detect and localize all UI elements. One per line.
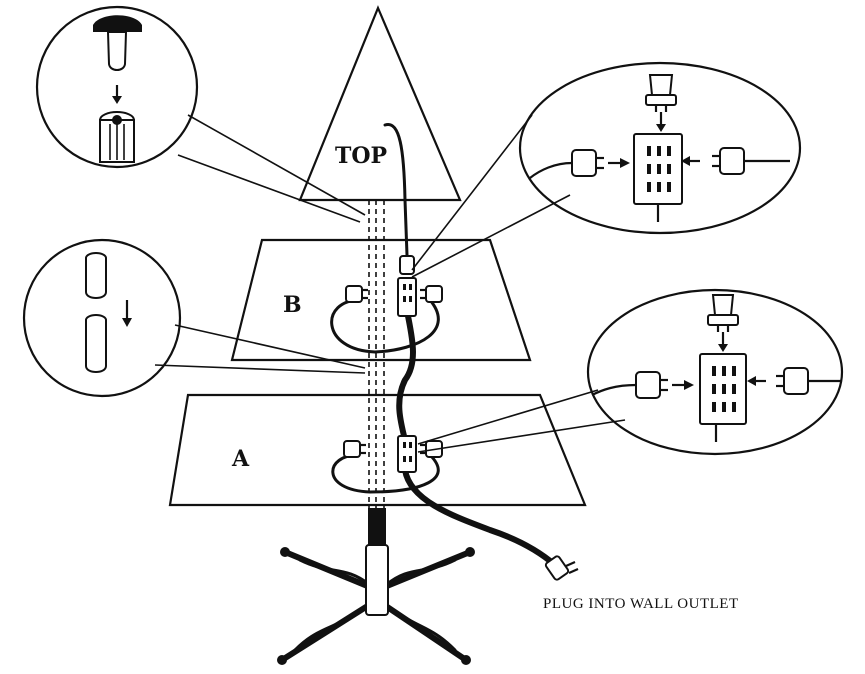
tree-section-a [168,393,587,507]
plug-instruction-caption: PLUG INTO WALL OUTLET [543,596,739,612]
tree-top-section [298,5,462,202]
pole-connector-icon [93,15,142,163]
callout-pole-connector [35,5,366,223]
plug-icon [343,440,361,458]
plug-icon [345,285,363,303]
section-b-label: B [283,292,302,318]
callout-power-strip-a [417,288,844,456]
tree-section-b [230,238,532,362]
wall-plug-icon [544,555,579,581]
section-a-label: A [231,446,250,472]
plug-icon [425,285,443,303]
light-wiring [330,123,558,568]
plug-icon [399,255,415,275]
pole-insert-icon [85,252,132,373]
top-section-label: TOP [335,143,387,169]
power-strip-icon [397,435,417,473]
callout-power-strip-b [411,61,802,278]
power-strip-icon [397,277,417,317]
power-strip-icon [591,294,842,442]
tier-b-connectors [345,255,443,317]
center-pole [368,200,385,525]
power-strip-icon [529,74,790,222]
tree-stand-icon [277,508,475,665]
callout-pole-insert [22,238,366,398]
